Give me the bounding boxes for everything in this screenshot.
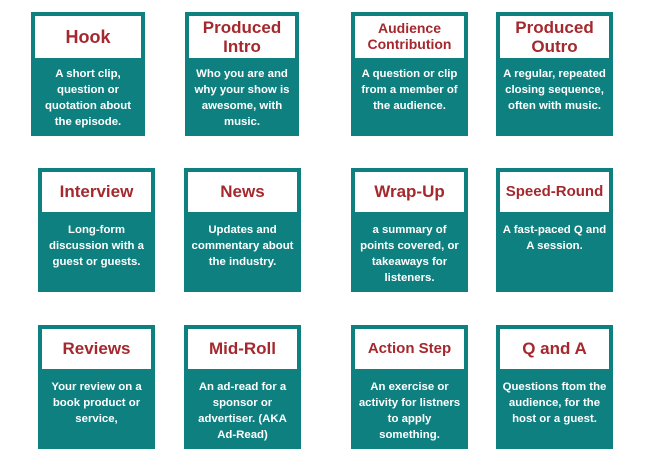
card-audience-contribution: Audience Contribution A question or clip…: [351, 12, 468, 136]
card-header: Mid-Roll: [188, 329, 297, 369]
card-title: Reviews: [62, 339, 131, 359]
card-hook: Hook A short clip, question or quotation…: [31, 12, 145, 136]
card-mid-roll: Mid-Roll An ad-read for a sponsor or adv…: [184, 325, 301, 449]
card-header: Q and A: [500, 329, 609, 369]
card-title: Mid-Roll: [208, 339, 277, 359]
card-action-step: Action Step An exercise or activity for …: [351, 325, 468, 449]
card-title: Q and A: [522, 339, 587, 359]
card-title: Hook: [65, 26, 111, 47]
card-reviews: Reviews Your review on a book product or…: [38, 325, 155, 449]
card-header: Audience Contribution: [355, 16, 464, 58]
card-description: A regular, repeated closing sequence, of…: [503, 68, 606, 112]
card-produced-outro: Produced Outro A regular, repeated closi…: [496, 12, 613, 136]
card-description: An exercise or activity for listners to …: [358, 381, 461, 441]
card-header: Interview: [42, 172, 151, 212]
card-title: Produced Intro: [202, 17, 282, 56]
card-description: a summary of points covered, or takeaway…: [360, 224, 459, 284]
card-description: Questions ftom the audience, for the hos…: [502, 381, 607, 425]
card-title: Speed-Round: [505, 182, 604, 200]
card-wrap-up: Wrap-Up a summary of points covered, or …: [351, 168, 468, 292]
card-title: News: [220, 182, 265, 202]
card-description: Your review on a book product or service…: [51, 381, 142, 425]
card-description: A question or clip from a member of the …: [361, 68, 458, 112]
card-news: News Updates and commentary about the in…: [184, 168, 301, 292]
card-header: Speed-Round: [500, 172, 609, 212]
card-title: Audience Contribution: [367, 20, 452, 52]
card-q-and-a: Q and A Questions ftom the audience, for…: [496, 325, 613, 449]
card-header: News: [188, 172, 297, 212]
card-description: Updates and commentary about the industr…: [191, 224, 294, 268]
card-interview: Interview Long-form discussion with a gu…: [38, 168, 155, 292]
card-header: Wrap-Up: [355, 172, 464, 212]
card-title: Wrap-Up: [374, 182, 445, 202]
card-header: Produced Intro: [189, 16, 295, 58]
card-produced-intro: Produced Intro Who you are and why your …: [185, 12, 299, 136]
card-description: Who you are and why your show is awesome…: [194, 68, 290, 128]
card-speed-round: Speed-Round A fast-paced Q and A session…: [496, 168, 613, 292]
card-description: Long-form discussion with a guest or gue…: [49, 224, 144, 268]
card-header: Produced Outro: [500, 16, 609, 58]
card-header: Hook: [35, 16, 141, 58]
card-description: A short clip, question or quotation abou…: [44, 68, 132, 128]
card-header: Reviews: [42, 329, 151, 369]
card-description: An ad-read for a sponsor or advertiser. …: [198, 381, 287, 441]
card-title: Interview: [59, 182, 134, 202]
card-title: Produced Outro: [515, 17, 594, 56]
card-description: A fast-paced Q and A session.: [502, 224, 607, 252]
card-title: Action Step: [367, 339, 452, 357]
card-header: Action Step: [355, 329, 464, 369]
